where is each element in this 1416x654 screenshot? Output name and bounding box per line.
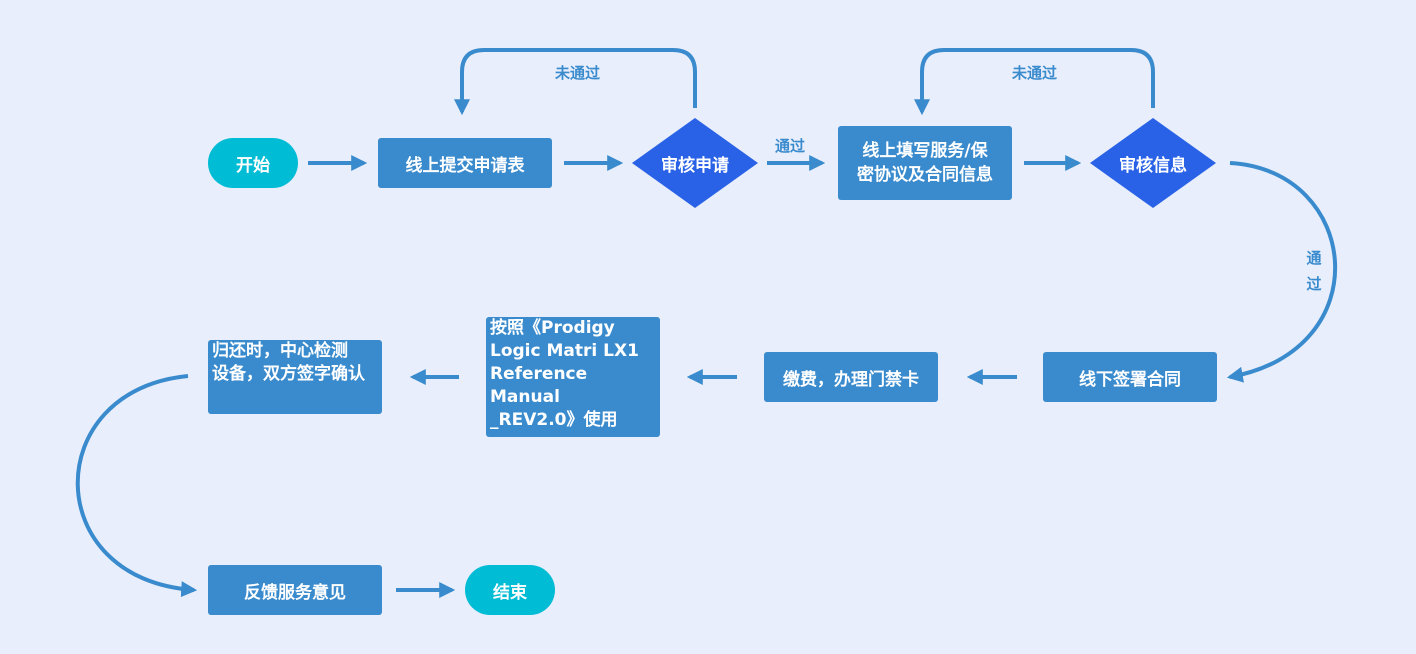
end-node[interactable]: 结束: [465, 565, 555, 615]
start-label: 开始: [236, 155, 270, 176]
sign-contract-label: 线下签署合同: [1079, 369, 1181, 390]
start-node[interactable]: 开始: [208, 138, 298, 188]
submit-label: 线上提交申请表: [405, 155, 525, 176]
edge-fail-loop-2: [914, 48, 1155, 116]
pass-label-1: 通过: [775, 137, 806, 155]
fill-info-line-1: 线上填写服务/保: [862, 141, 988, 161]
review-application-decision[interactable]: 审核申请: [632, 118, 758, 208]
feedback-label: 反馈服务意见: [244, 582, 346, 603]
review-info-label: 审核信息: [1119, 155, 1187, 176]
return-line-2: 设备，双方签字确认: [212, 364, 365, 384]
pass-label-2: 通 过: [1304, 245, 1324, 297]
use-manual-node[interactable]: 按照《Prodigy Logic Matri LX1 Reference Man…: [486, 317, 660, 437]
use-line-3: Reference Manual: [490, 364, 588, 407]
sign-contract-node[interactable]: 线下签署合同: [1043, 352, 1217, 402]
use-line-1: 按照《Prodigy: [490, 318, 615, 338]
pay-label: 缴费，办理门禁卡: [783, 369, 919, 390]
review-application-label: 审核申请: [661, 155, 729, 176]
end-label: 结束: [493, 582, 527, 603]
submit-application-node[interactable]: 线上提交申请表: [378, 138, 552, 188]
fill-info-line-2: 密协议及合同信息: [857, 165, 993, 185]
diamond-shape: [1090, 118, 1216, 208]
review-info-decision[interactable]: 审核信息: [1090, 118, 1216, 208]
use-line-4: _REV2.0》使用: [490, 410, 618, 430]
edge-fail-loop-1: [454, 48, 697, 116]
use-line-2: Logic Matri LX1: [490, 341, 639, 361]
pay-node[interactable]: 缴费，办理门禁卡: [764, 352, 938, 402]
return-node[interactable]: 归还时，中心检测 设备，双方签字确认: [208, 340, 382, 414]
feedback-node[interactable]: 反馈服务意见: [208, 565, 382, 615]
edge-pass-curve: [1226, 161, 1337, 383]
fail-label-1: 未通过: [555, 64, 601, 82]
diamond-shape: [632, 118, 758, 208]
fail-label-2: 未通过: [1012, 64, 1058, 82]
pass-label-2-char-2: 过: [1306, 275, 1322, 293]
fill-info-node[interactable]: 线上填写服务/保 密协议及合同信息: [838, 126, 1012, 200]
return-line-1: 归还时，中心检测: [212, 341, 348, 361]
edge-return-feedback-curve: [75, 374, 198, 598]
pass-label-2-char-1: 通: [1306, 249, 1322, 267]
